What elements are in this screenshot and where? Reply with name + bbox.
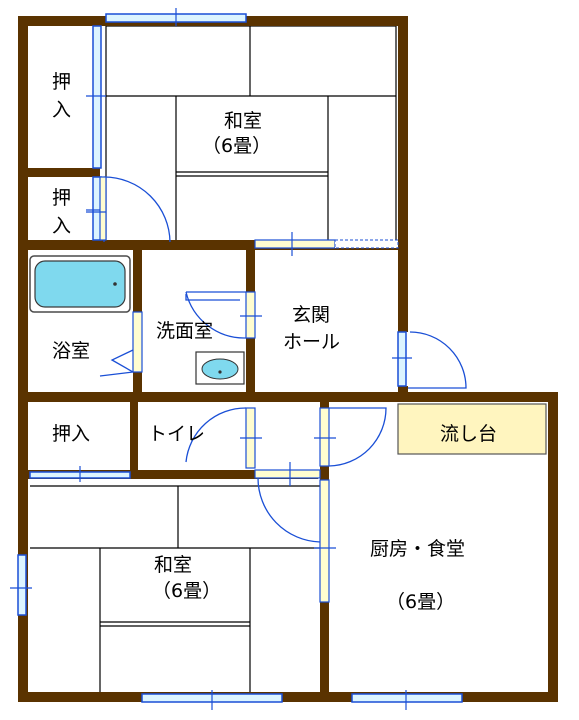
entrance-label-2: ホール [283, 331, 340, 353]
washitsu-bottom-size: （6畳） [152, 580, 221, 602]
window-closet-top [92, 25, 102, 169]
windows [10, 8, 463, 710]
room-labels: 押 入 押 入 和室 （6畳） 浴室 洗面室 玄関 ホール 押入 トイレ 流し台… [52, 71, 497, 613]
label-closet-mid-2: 入 [52, 215, 71, 237]
washitsu-bottom-name: 和室 [154, 554, 192, 576]
doors [86, 176, 467, 603]
bath-label: 浴室 [52, 340, 90, 362]
label-closet-mid-1: 押 [52, 187, 71, 209]
kitchen-name: 厨房・食堂 [370, 538, 465, 560]
label-closet-top-2: 入 [52, 99, 71, 121]
washroom-label: 洗面室 [156, 320, 213, 342]
entrance-label-1: 玄関 [292, 304, 330, 326]
toilet-label: トイレ [148, 423, 205, 445]
fixtures [29, 255, 547, 455]
window-right-hall [397, 331, 407, 387]
closet-bottom-label: 押入 [52, 423, 90, 445]
sink-counter [397, 403, 547, 455]
washitsu-top-size: （6畳） [202, 135, 271, 157]
washitsu-top-name: 和室 [224, 110, 262, 132]
window-bottom-right [351, 693, 463, 703]
sink-label: 流し台 [440, 423, 497, 445]
label-closet-top-1: 押 [52, 71, 71, 93]
kitchen-size: （6畳） [386, 591, 455, 613]
window-left-bottom [17, 554, 27, 616]
